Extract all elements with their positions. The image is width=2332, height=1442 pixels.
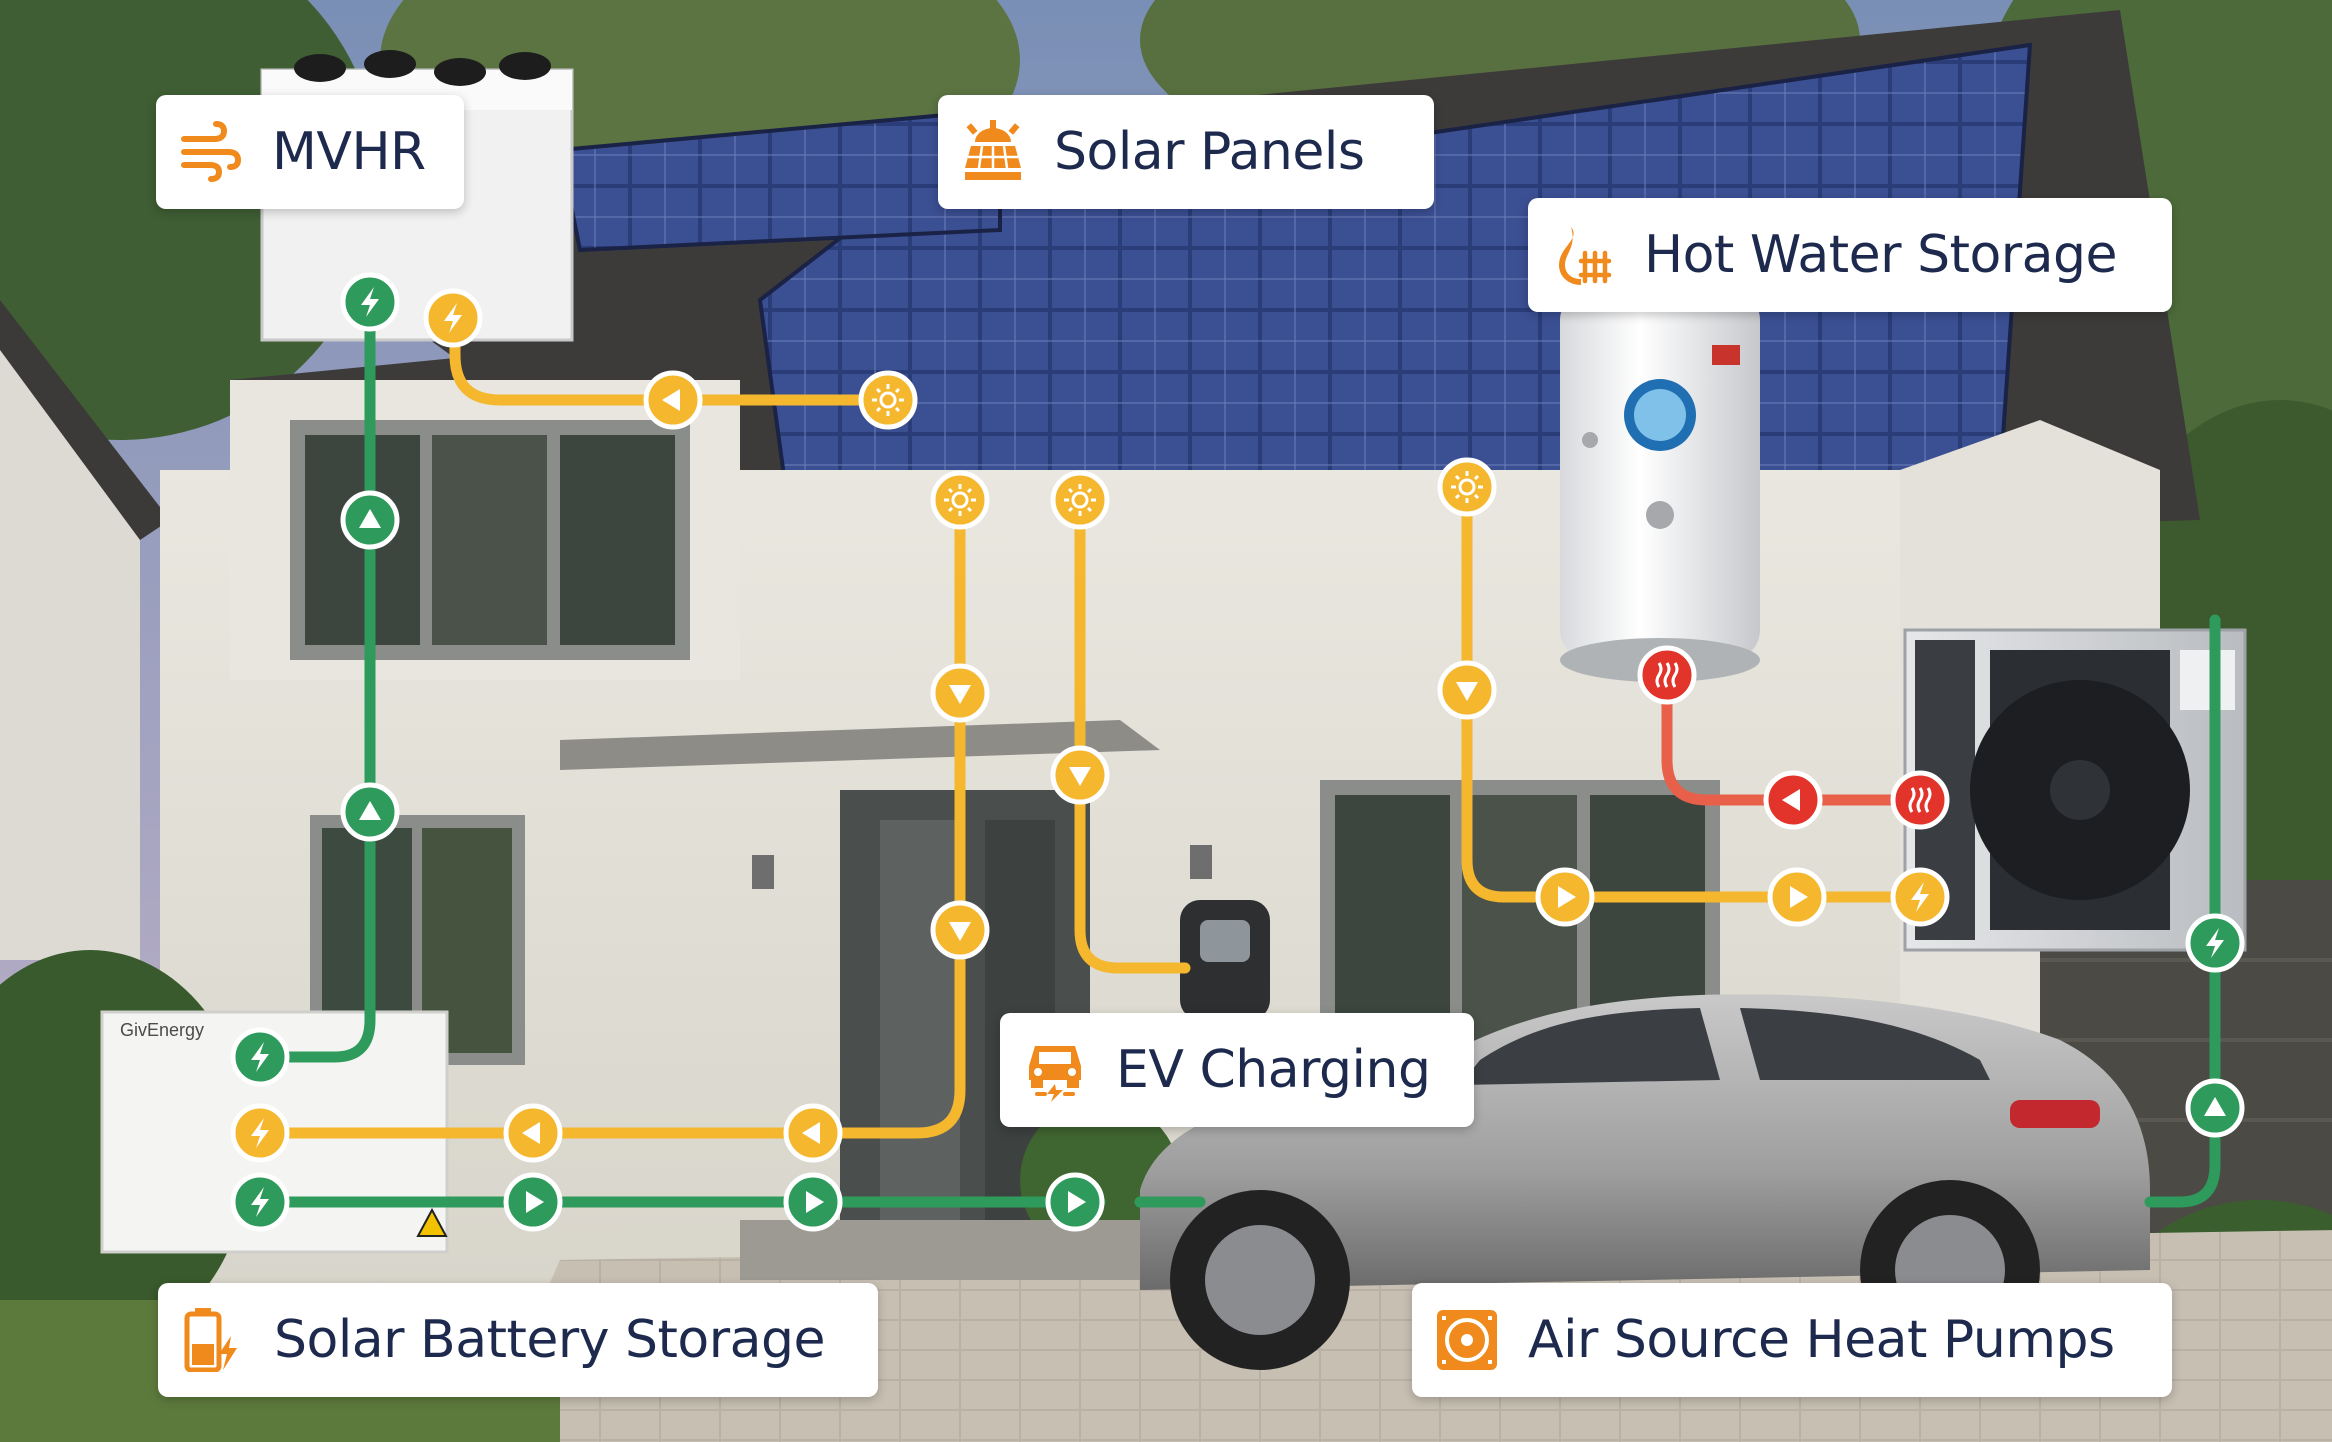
arrow-left-node — [503, 1103, 563, 1163]
arrow-down-node — [1050, 745, 1110, 805]
sun-node — [1050, 470, 1110, 530]
arrow-right-node — [503, 1172, 563, 1232]
solar-to-heat-pump-line — [1461, 484, 1926, 903]
arrow-down-node — [1437, 660, 1497, 720]
arrow-up-node — [340, 490, 400, 550]
arrow-left-node — [783, 1103, 843, 1163]
bolt-node — [230, 1172, 290, 1232]
mvhr-label: MVHR — [156, 95, 464, 209]
solar-to-mvhr-line — [449, 314, 894, 406]
ev-charging-label: EV Charging — [1000, 1013, 1474, 1127]
mvhr-label-text: MVHR — [272, 122, 426, 182]
battery-bolt-icon — [178, 1305, 248, 1375]
bolt-node — [230, 1027, 290, 1087]
heat-pump-label-text: Air Source Heat Pumps — [1528, 1310, 2115, 1370]
arrow-right-node — [783, 1172, 843, 1232]
solar-to-battery-line — [254, 494, 966, 1139]
solar-panels-label: Solar Panels — [938, 95, 1434, 209]
wind-icon — [176, 117, 246, 187]
bolt-node — [230, 1103, 290, 1163]
sun-node — [930, 470, 990, 530]
arrow-right-node — [1045, 1172, 1105, 1232]
arrow-down-node — [930, 663, 990, 723]
battery-label: Solar Battery Storage — [158, 1283, 878, 1397]
heat-node — [1890, 770, 1950, 830]
arrow-right-node — [1767, 867, 1827, 927]
heat-pump-label: Air Source Heat Pumps — [1412, 1283, 2172, 1397]
arrow-left-node — [1763, 770, 1823, 830]
hot-water-label-text: Hot Water Storage — [1644, 225, 2118, 285]
solar-to-ev-line — [1074, 494, 1191, 974]
heat-pump-to-water-line — [1661, 669, 1926, 806]
bolt-node — [2185, 913, 2245, 973]
arrow-up-node — [2185, 1078, 2245, 1138]
bolt-node — [1890, 867, 1950, 927]
sun-node — [1437, 457, 1497, 517]
battery-label-text: Solar Battery Storage — [274, 1310, 826, 1370]
bolt-node — [340, 272, 400, 332]
battery-to-mvhr-line — [254, 294, 376, 1063]
car-charging-icon — [1020, 1035, 1090, 1105]
battery-brand-text: GivEnergy — [120, 1020, 204, 1040]
arrow-right-node — [1535, 867, 1595, 927]
arrow-down-node — [930, 900, 990, 960]
ev-charging-label-text: EV Charging — [1116, 1040, 1431, 1100]
arrow-up-node — [340, 782, 400, 842]
heat-node — [1637, 645, 1697, 705]
hot-water-label: Hot Water Storage — [1528, 198, 2172, 312]
solar-panels-label-text: Solar Panels — [1054, 122, 1365, 182]
arrow-left-node — [643, 370, 703, 430]
solar-panel-icon — [958, 117, 1028, 187]
sun-node — [858, 370, 918, 430]
flame-radiator-icon — [1548, 220, 1618, 290]
heat-pump-icon — [1432, 1305, 1502, 1375]
bolt-node — [423, 288, 483, 348]
